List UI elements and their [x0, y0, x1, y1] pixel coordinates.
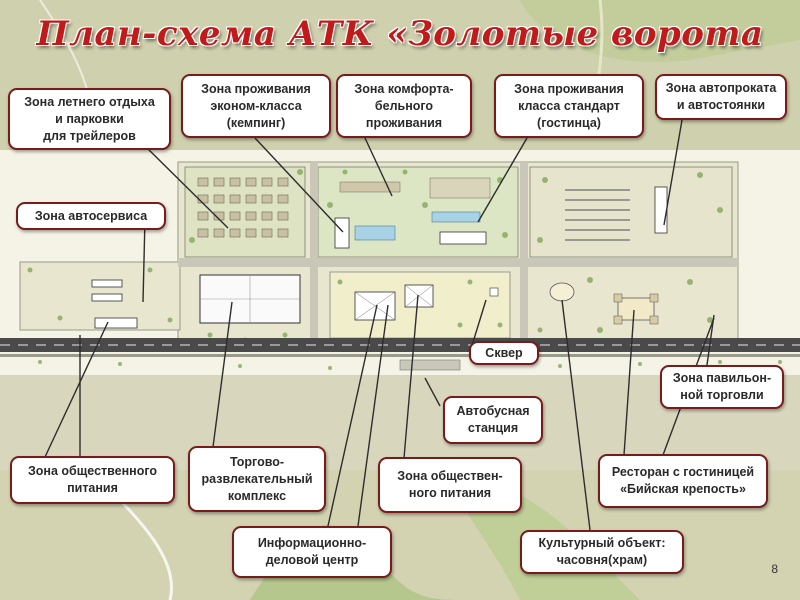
label-car-service-zone: Зона автосервиса: [16, 202, 166, 230]
label-mall: Торгово- развлекательный комплекс: [188, 446, 326, 512]
label-chapel: Культурный объект: часовня(храм): [520, 530, 684, 574]
page-number: 8: [771, 562, 778, 576]
label-economy-zone: Зона проживания эконом-класса (кемпинг): [181, 74, 331, 138]
label-comfort-zone: Зона комфорта- бельного проживания: [336, 74, 472, 138]
leader-lines: [44, 119, 715, 531]
label-bus-station: Автобусная станция: [443, 396, 543, 444]
label-restaurant-fortress: Ресторан с гостиницей «Бийская крепость»: [598, 454, 768, 508]
label-car-rental-zone: Зона автопроката и автостоянки: [655, 74, 787, 120]
site-plan: [0, 161, 800, 371]
label-summer-rest-zone: Зона летнего отдыха и парковки для трейл…: [8, 88, 171, 150]
label-square: Сквер: [469, 341, 539, 365]
label-info-business-center: Информационно- деловой центр: [232, 526, 392, 578]
page-title: План-схема АТК «Золотые ворота: [36, 14, 764, 54]
label-catering-zone-left: Зона общественного питания: [10, 456, 175, 504]
label-standard-zone: Зона проживания класса стандарт (гостинц…: [494, 74, 644, 138]
label-pavilion-zone: Зона павильон- ной торговли: [660, 365, 784, 409]
label-catering-zone-center: Зона обществен- ного питания: [378, 457, 522, 513]
